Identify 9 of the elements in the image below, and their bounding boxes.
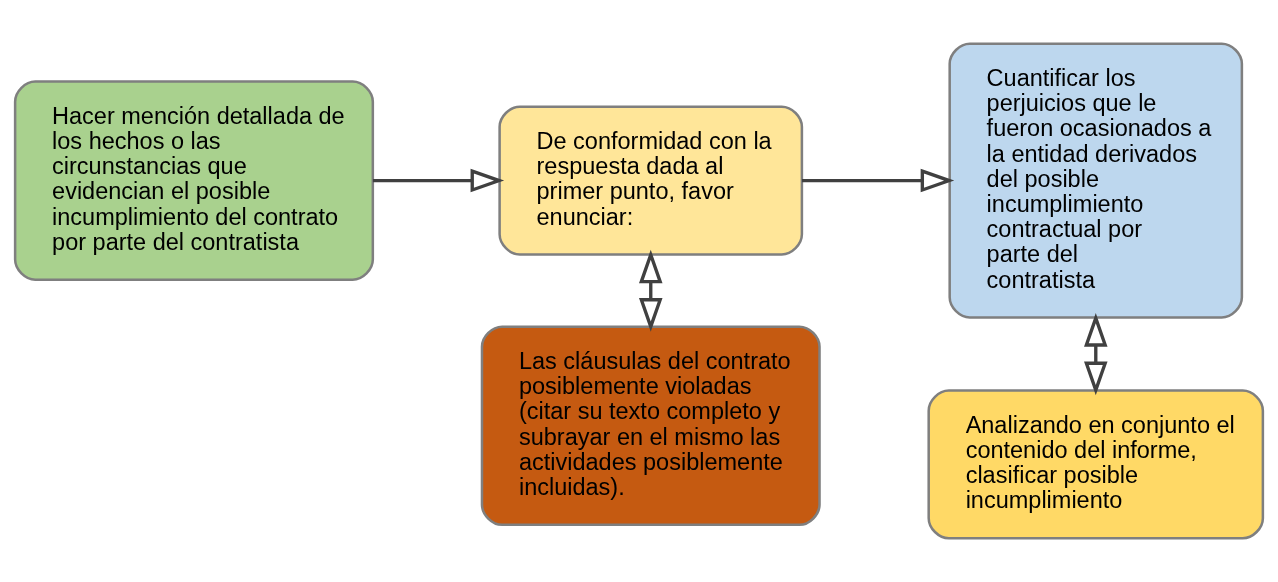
node-box: De conformidad con la respuesta dada al primer punto, favor enunciar: xyxy=(498,105,804,256)
arrow xyxy=(372,168,505,193)
arrow xyxy=(639,249,663,332)
node-box: Analizando en conjunto el contenido del informe, clasificar posible incumplimiento xyxy=(927,389,1265,540)
node-box: Las cláusulas del contrato posiblemente violadas (citar su texto completo y subrayar en el mismo las actividades posiblemente incluidas). xyxy=(480,325,821,527)
node-box: Hacer mención detallada de los hechos o las circunstancias que evidencian el posible incumplimiento del contrato por parte del contratista xyxy=(13,80,375,281)
node-box: Cuantificar los perjuicios que le fueron ocasionados a la entidad derivados del posible incumplimiento contractual por parte del contratista xyxy=(948,42,1244,319)
arrow xyxy=(801,168,955,193)
arrow xyxy=(1084,313,1108,396)
